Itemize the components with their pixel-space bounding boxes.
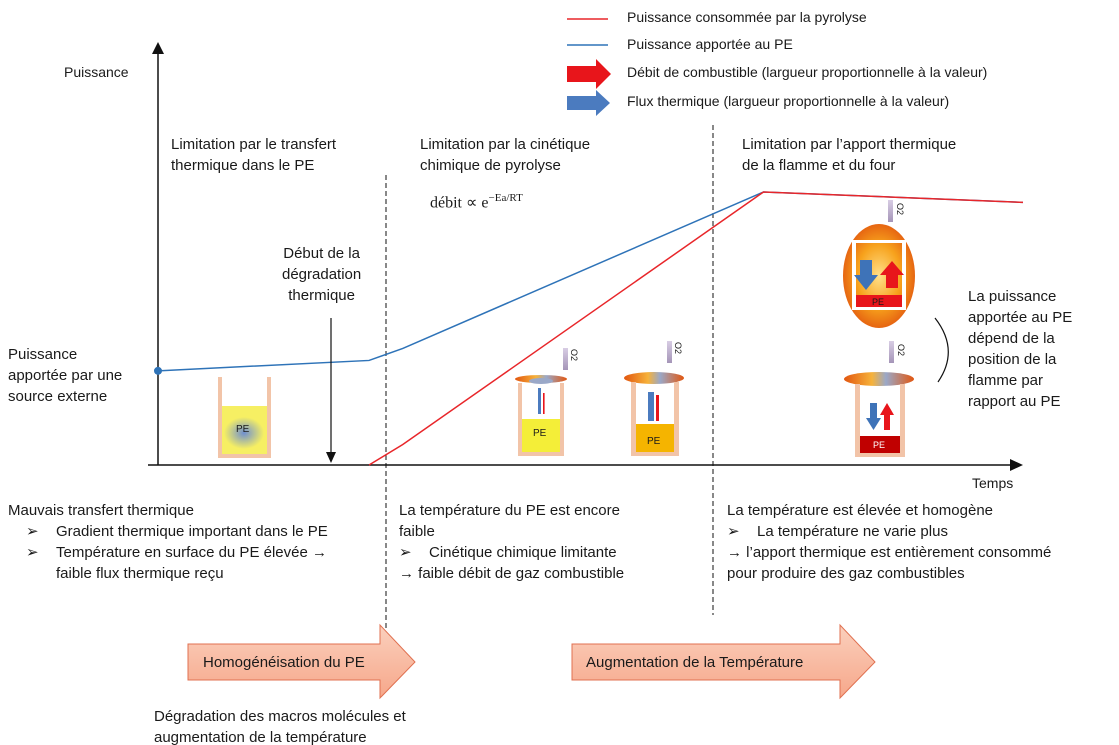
series-consumed-line (368, 191, 1024, 466)
beaker-cold (218, 377, 271, 458)
pe-label-cold: PE (236, 424, 250, 435)
beaker-yellow (515, 348, 568, 456)
y-axis-label: Puissance (64, 64, 129, 80)
pe-label-yellow: PE (533, 428, 547, 439)
o2-label-1: O2 (569, 348, 580, 362)
legend-swatch-heat-flux (567, 90, 610, 116)
process-arrow-temperature (571, 623, 876, 700)
degradation-start-arrowhead (326, 452, 336, 463)
beaker-dark-red (844, 341, 914, 457)
phase-1-notes: Mauvais transfert thermique ➢Gradient th… (8, 502, 328, 582)
o2-label-2: O2 (673, 341, 684, 355)
process-label-temperature: Augmentation de la Température (586, 654, 804, 671)
x-axis-label: Temps (972, 475, 1014, 491)
series-layer (154, 191, 1024, 466)
phase-2-notes: La température du PE est encore faible ➢… (399, 502, 625, 582)
legend-swatch-fuel-flow (567, 59, 611, 89)
process-arrow-homogenisation (187, 623, 416, 700)
position-bracket (934, 317, 949, 383)
pe-label-dark: PE (873, 440, 886, 450)
legend-consumed: Puissance consommée par la pyrolyse (627, 9, 867, 25)
legend-heat-flux: Flux thermique (largueur proportionnelle… (627, 93, 950, 109)
arrhenius-formula: débit ∝ e−Ea/RT (430, 192, 523, 212)
beaker-orange (624, 341, 684, 456)
process-label-homogenisation: Homogénéisation du PE (203, 654, 365, 671)
x-axis-arrowhead (1010, 459, 1023, 471)
legend-fuel-flow: Débit de combustible (largueur proportio… (627, 64, 988, 80)
o2-label-3: O2 (895, 202, 906, 216)
legend-supplied: Puissance apportée au PE (627, 36, 793, 52)
pe-label-orange: PE (647, 436, 661, 447)
y-axis-arrowhead (152, 42, 164, 54)
series-supplied-start-point (154, 366, 162, 375)
o2-label-4: O2 (896, 343, 907, 357)
pe-label-engulfed: PE (872, 297, 885, 307)
phase-3-notes: La température est élevée et homogène ➢L… (727, 502, 1052, 582)
beaker-flame-engulfed (843, 200, 915, 328)
